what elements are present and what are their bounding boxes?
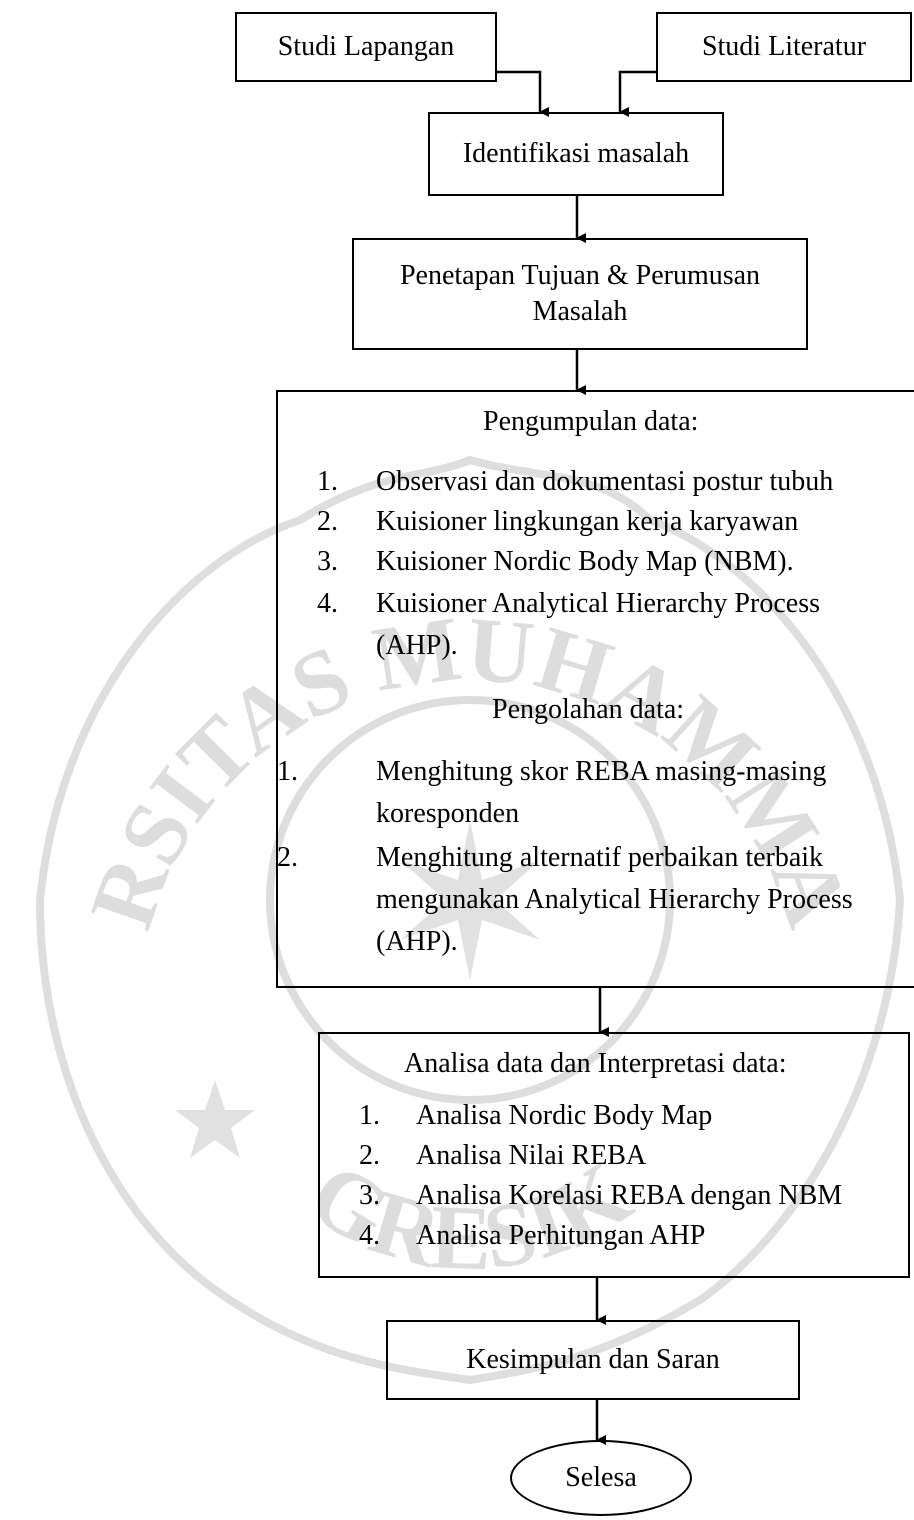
list-item-continuation: (AHP). [376, 630, 458, 661]
analisa-title: Analisa data dan Interpretasi data: [404, 1048, 787, 1079]
selesai-label: Selesa [565, 1462, 637, 1493]
list-item-continuation: (AHP). [376, 926, 458, 957]
penetapan-tujuan-box: Penetapan Tujuan & Perumusan Masalah [352, 238, 808, 350]
list-item-continuation: mengunakan Analytical Hierarchy Process [376, 884, 853, 915]
selesai-terminal: Selesa [510, 1440, 692, 1516]
identifikasi-masalah-label: Identifikasi masalah [462, 138, 690, 169]
studi-lapangan-label: Studi Lapangan [277, 31, 455, 62]
pengolahan-title: Pengolahan data: [492, 694, 685, 725]
kesimpulan-box: Kesimpulan dan Saran [386, 1320, 800, 1400]
identifikasi-masalah-box: Identifikasi masalah [428, 112, 724, 196]
pengumpulan-data-box: Pengumpulan data: 1. Observasi dan dokum… [276, 390, 914, 988]
penetapan-label-line2: Masalah [532, 296, 628, 327]
penetapan-label-line1: Penetapan Tujuan & Perumusan [399, 260, 761, 291]
watermark-star-icon [175, 1080, 255, 1158]
watermark-sun-icon [400, 820, 540, 980]
pengumpulan-title: Pengumpulan data: [483, 406, 699, 437]
arrow-literatur-to-identifikasi [618, 70, 656, 117]
kesimpulan-label: Kesimpulan dan Saran [466, 1344, 720, 1375]
analisa-data-box: Analisa data dan Interpretasi data: 1. A… [318, 1032, 910, 1278]
studi-literatur-label: Studi Literatur [701, 31, 867, 62]
list-item-continuation: koresponden [376, 798, 520, 829]
studi-literatur-box: Studi Literatur [656, 12, 912, 82]
arrow-lapangan-to-identifikasi [497, 70, 549, 117]
studi-lapangan-box: Studi Lapangan [235, 12, 497, 82]
